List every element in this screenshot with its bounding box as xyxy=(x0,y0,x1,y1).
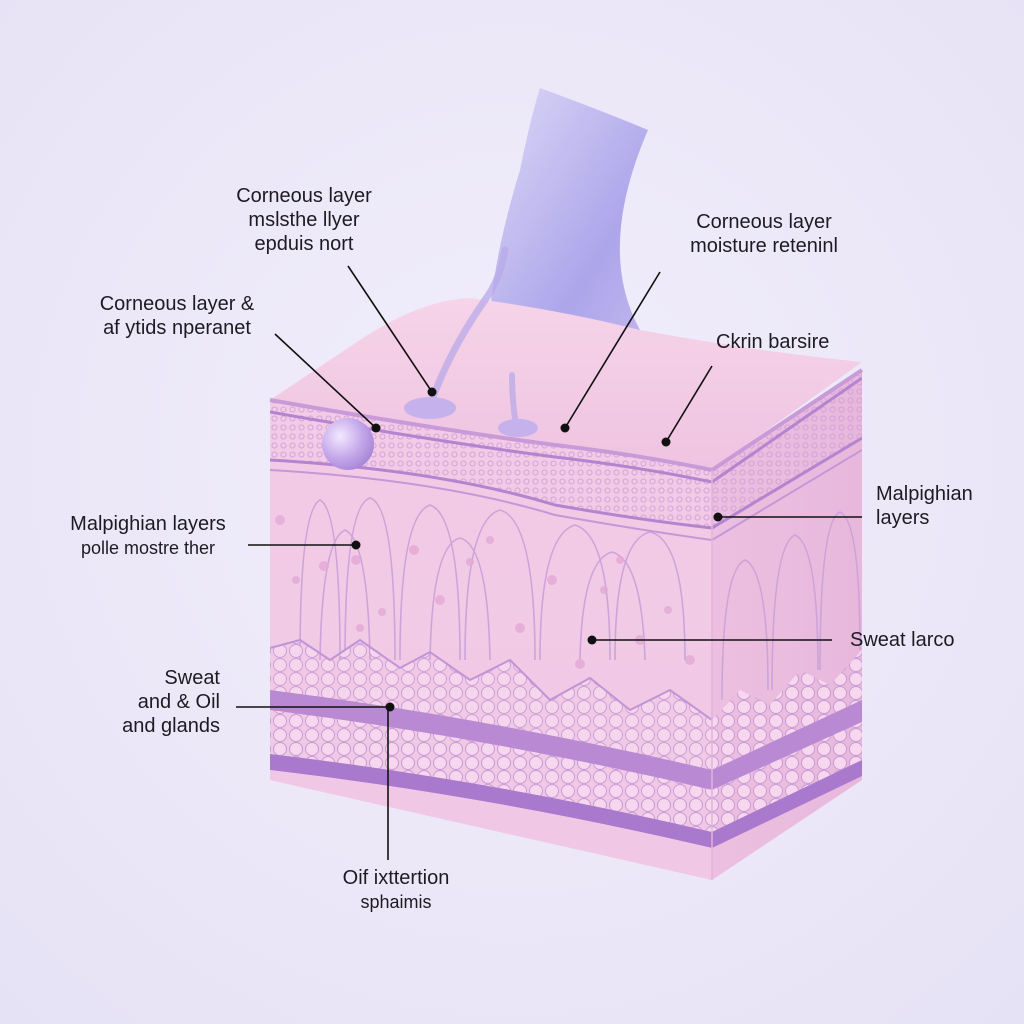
label-line: Oif ixttertion xyxy=(342,867,450,889)
label-line: Corneous layer & xyxy=(99,293,255,315)
label-line: Ckrin barsire xyxy=(716,331,830,353)
label-top-right: Corneous layer moisture reteninl xyxy=(664,210,864,258)
label-right-lower: Sweat larco xyxy=(850,628,1010,652)
label-line: and glands xyxy=(122,715,220,737)
skin-surface xyxy=(270,298,862,470)
label-line: Malpighian xyxy=(876,483,973,505)
pore-bump-left xyxy=(404,397,456,419)
leader-lines xyxy=(236,265,862,860)
label-line: af ytids nperanet xyxy=(103,317,251,339)
label-line: Sweat larco xyxy=(850,629,955,651)
side-layers xyxy=(712,370,862,848)
leader-dots xyxy=(351,387,723,712)
label-line: Malpighian layers xyxy=(70,513,226,535)
label-right-barrier: Ckrin barsire xyxy=(716,330,876,354)
label-line: mslsthe llyer xyxy=(248,209,360,231)
label-left-lower: Sweat and & Oil and glands xyxy=(80,666,220,738)
label-line: epduis nort xyxy=(254,233,354,255)
label-line: sphaimis xyxy=(360,892,432,912)
label-top-left: Corneous layer mslsthe llyer epduis nort xyxy=(214,184,394,256)
label-line: Corneous layer xyxy=(696,211,832,233)
label-line: moisture reteninl xyxy=(690,235,838,257)
oil-droplet xyxy=(322,418,374,470)
label-line: layers xyxy=(876,507,930,529)
label-line: Corneous layer xyxy=(236,185,372,207)
label-right-middle: Malpighian layers xyxy=(876,482,1016,530)
label-left-upper: Corneous layer & af ytids nperanet xyxy=(72,292,282,340)
thin-hair-left xyxy=(428,246,509,404)
label-bottom: Oif ixttertion sphaimis xyxy=(316,866,476,914)
pore-bump-right xyxy=(498,419,538,437)
label-line: Sweat xyxy=(164,667,220,689)
label-line: polle mostre ther xyxy=(80,538,216,558)
label-line: and & Oil xyxy=(137,691,220,713)
label-left-middle: Malpighian layers polle mostre ther xyxy=(50,512,246,560)
